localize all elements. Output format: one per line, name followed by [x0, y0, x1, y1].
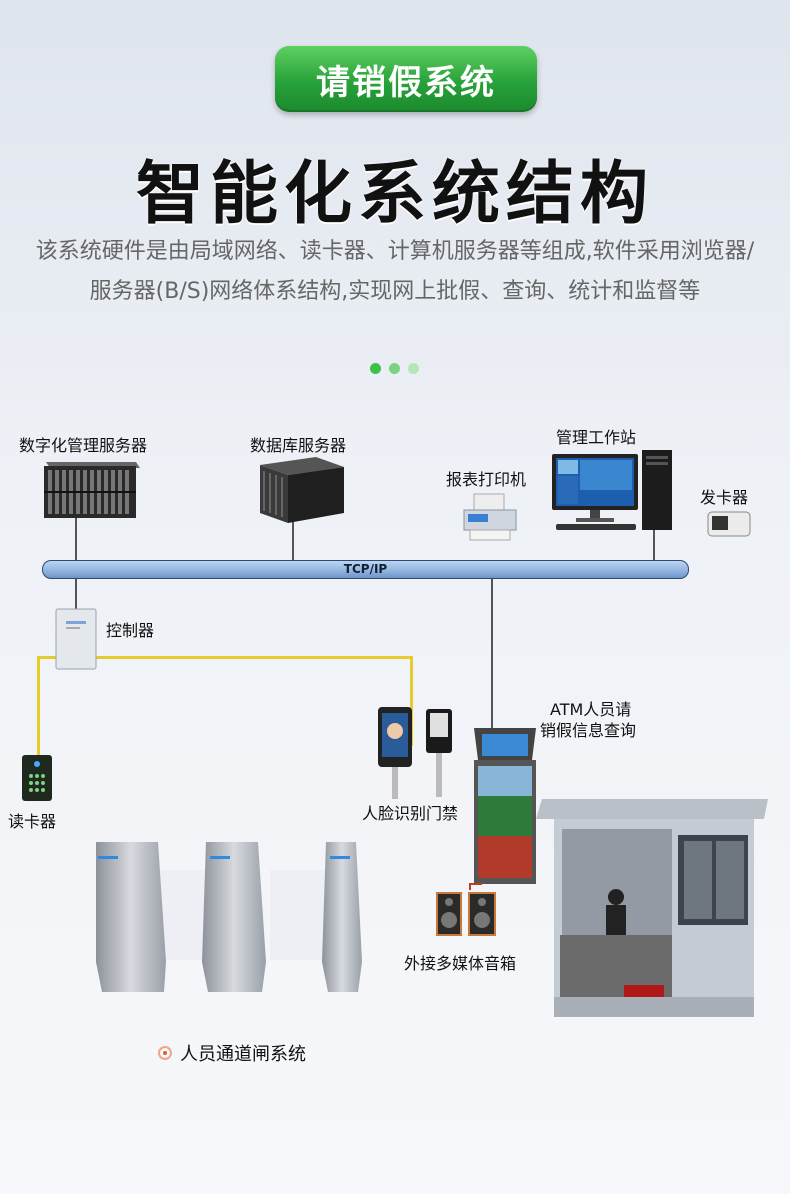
label-card-reader: 读卡器	[8, 812, 57, 831]
tcp-ip-bus: TCP/IP	[42, 560, 689, 579]
tcp-ip-label: TCP/IP	[343, 562, 388, 576]
label-controller: 控制器	[106, 621, 155, 640]
connector-controller	[75, 577, 77, 612]
label-turnstile: 人员通道闸系统	[180, 1044, 306, 1065]
database-server-icon	[260, 457, 344, 523]
turnstile-label-group: 人员通道闸系统	[158, 1040, 306, 1066]
printer-icon	[463, 493, 517, 541]
dot-1	[370, 363, 381, 374]
label-database-server: 数据库服务器	[250, 436, 347, 455]
label-face-gate: 人脸识别门禁	[362, 804, 459, 823]
face-terminal-icon	[378, 707, 452, 799]
rack-server-icon	[44, 462, 140, 518]
turnstile-icon	[96, 842, 362, 992]
controller-icon	[55, 608, 97, 670]
page-dots	[370, 363, 419, 374]
connector-workstation	[653, 528, 655, 562]
signal-line-reader	[37, 656, 40, 756]
signal-line-h	[37, 656, 413, 659]
atm-kiosk-icon	[474, 728, 536, 884]
label-printer: 报表打印机	[446, 470, 527, 489]
target-dot-icon	[158, 1046, 172, 1060]
description-text: 该系统硬件是由局域网络、读卡器、计算机服务器等组成,软件采用浏览器/服务器(B/…	[35, 239, 755, 304]
label-card-issuer: 发卡器	[700, 488, 749, 507]
label-digital-server: 数字化管理服务器	[19, 436, 148, 455]
label-atm-line1: ATM人员请	[550, 700, 632, 719]
signal-line-gate	[410, 656, 413, 746]
system-badge: 请销假系统	[275, 46, 537, 112]
dot-3	[408, 363, 419, 374]
guard-booth-icon	[536, 799, 768, 1017]
card-issuer-icon	[707, 511, 751, 537]
workstation-icon	[552, 450, 672, 530]
label-atm-line2: 销假信息查询	[540, 721, 637, 740]
connector-database	[292, 522, 294, 562]
card-reader-icon	[22, 755, 52, 801]
dot-2	[389, 363, 400, 374]
connector-server	[75, 518, 77, 562]
page-title: 智能化系统结构	[135, 155, 654, 234]
connector-atm	[491, 577, 493, 732]
label-speaker: 外接多媒体音箱	[404, 954, 517, 973]
label-workstation: 管理工作站	[556, 428, 637, 447]
speaker-icon	[436, 883, 496, 936]
